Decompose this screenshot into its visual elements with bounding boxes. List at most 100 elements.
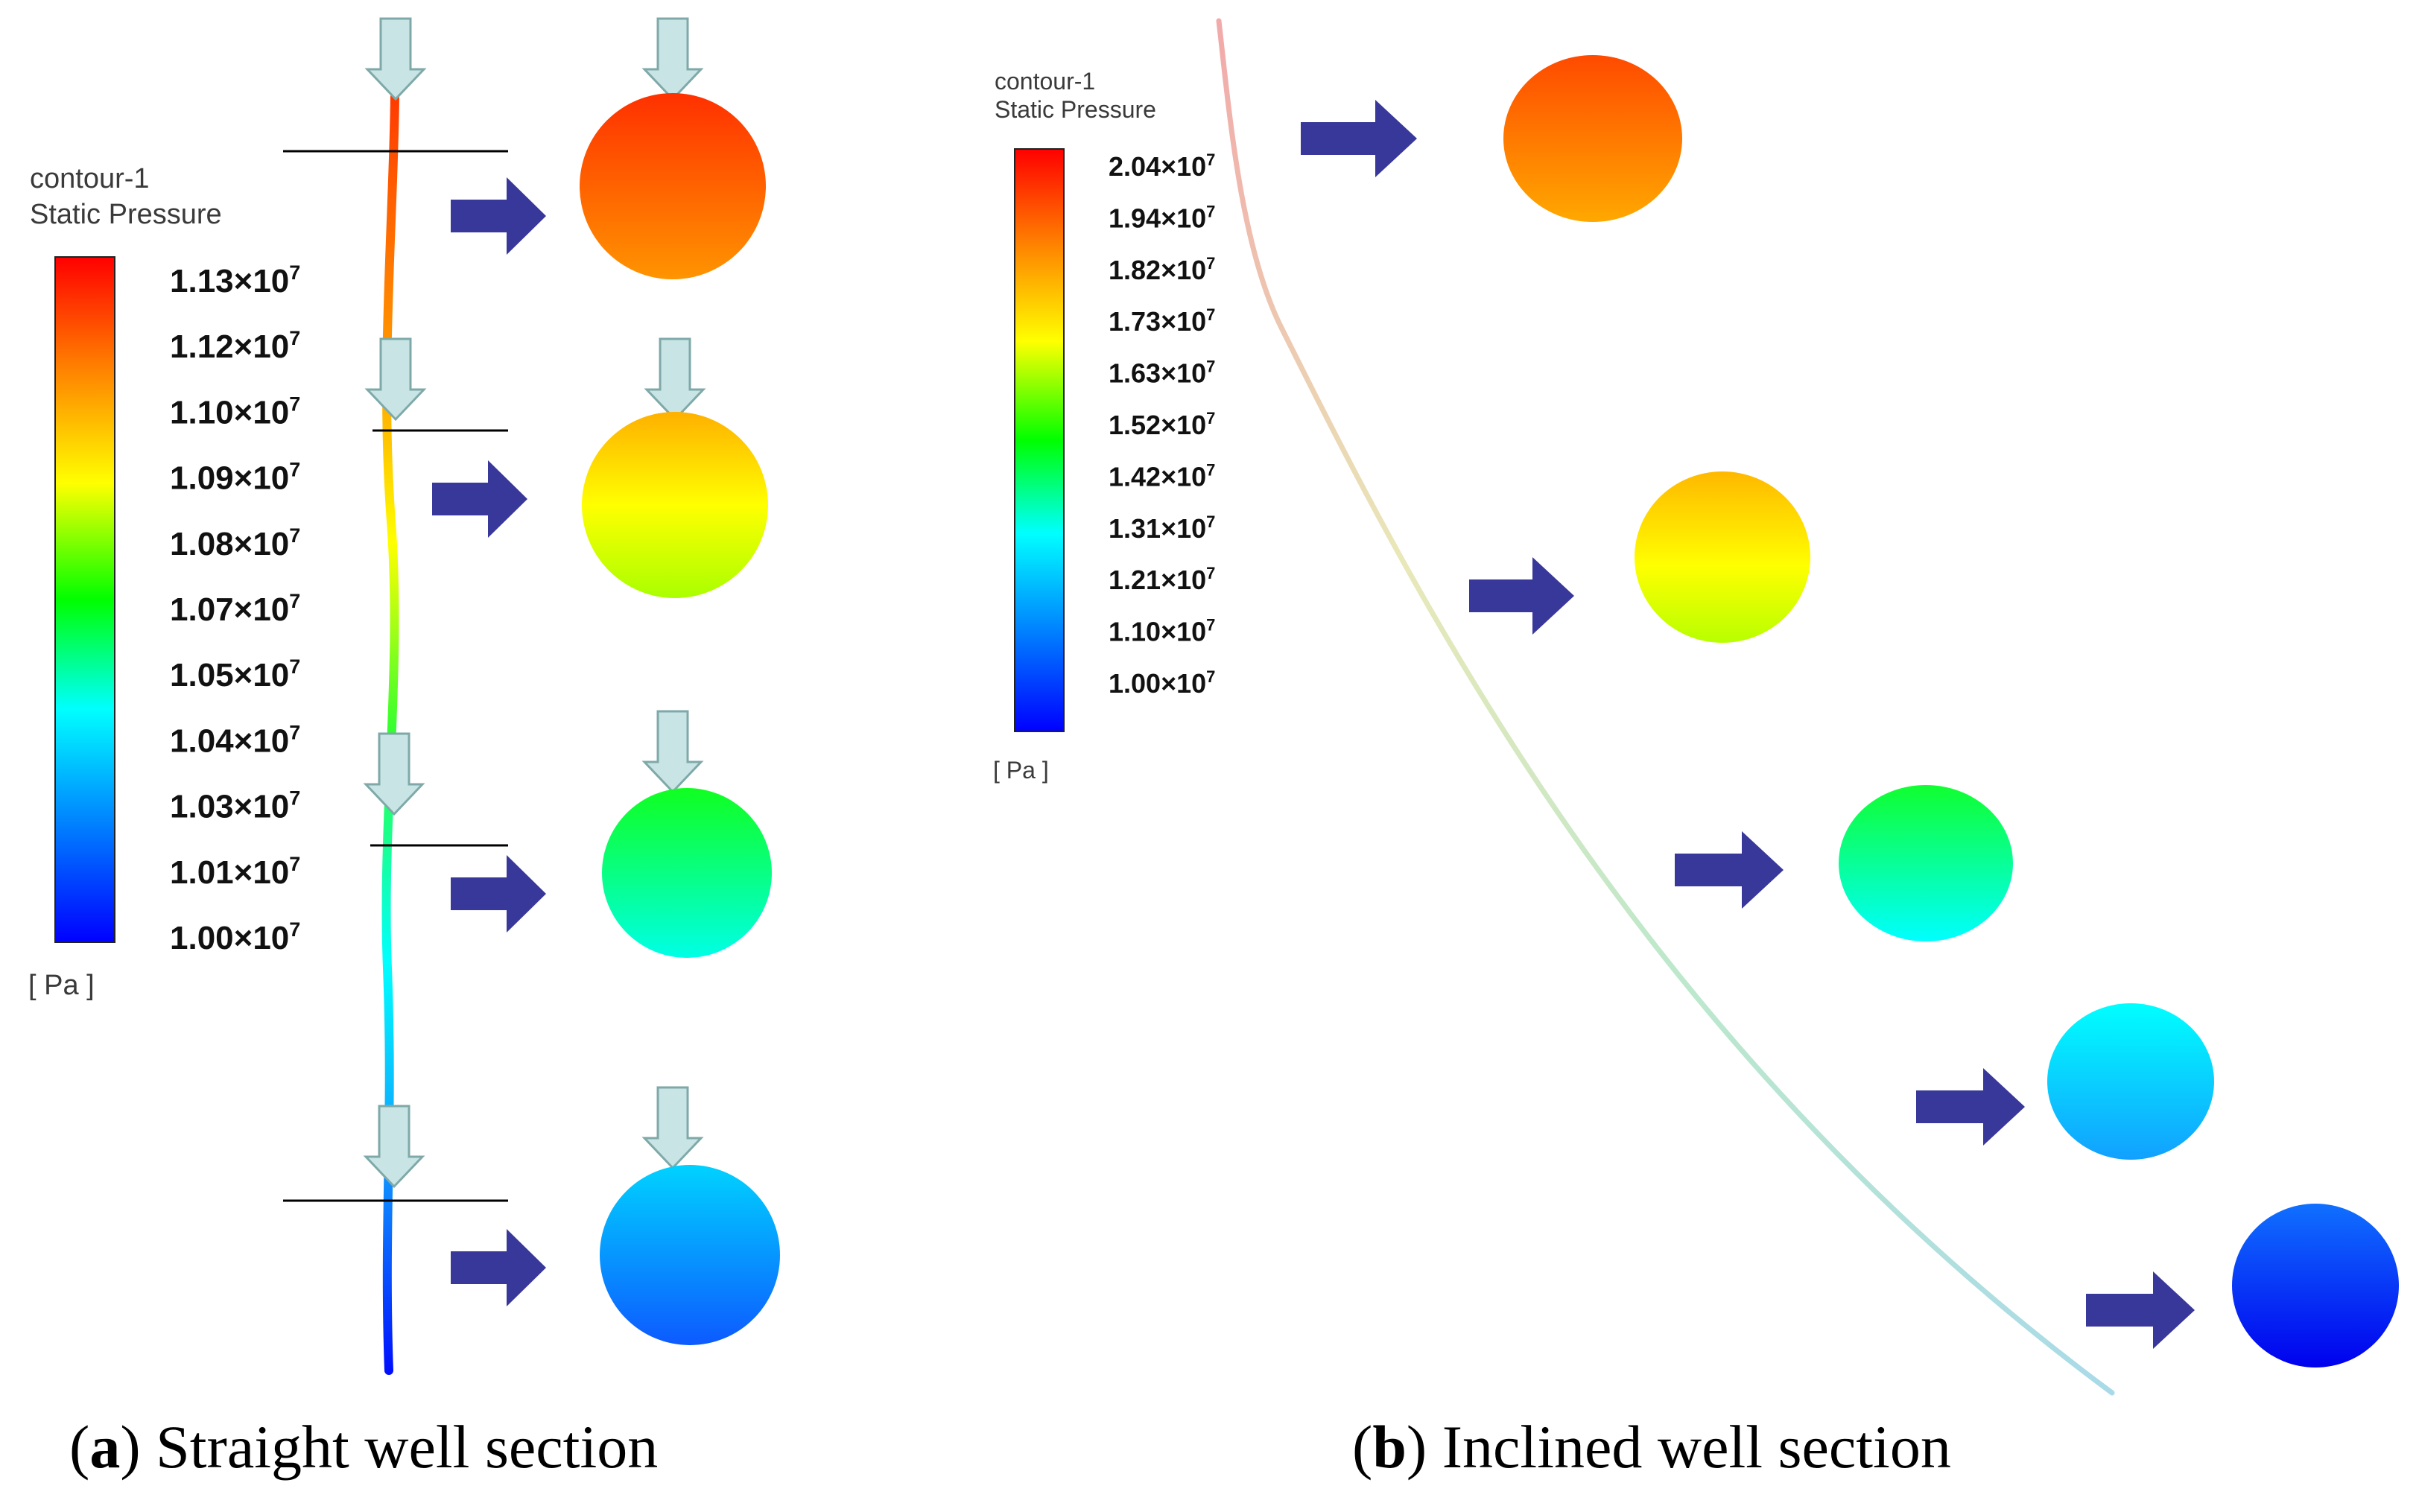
legend-tick-label: 1.09×107 — [170, 459, 300, 497]
tick-exponent: 7 — [289, 327, 300, 349]
tick-mantissa: 1.07 — [170, 591, 234, 628]
tick-mantissa: 1.12 — [170, 328, 234, 365]
tick-multiplier: ×10 — [1161, 358, 1206, 389]
tick-exponent: 7 — [289, 918, 300, 941]
right-arrow-icon — [1469, 557, 1574, 635]
tick-exponent: 7 — [1206, 150, 1215, 169]
legend-tick-label: 1.82×107 — [1109, 254, 1215, 285]
panel-a-straight-well: contour-1 Static Pressure 1.13×1071.12×1… — [28, 17, 780, 1481]
legend-b-colorbar — [1014, 148, 1065, 732]
legend-tick-label: 1.01×107 — [170, 853, 300, 891]
tick-exponent: 7 — [289, 655, 300, 678]
tick-multiplier: ×10 — [1161, 617, 1206, 647]
tick-mantissa: 1.03 — [170, 789, 234, 825]
legend-a-title: contour-1 — [30, 163, 150, 194]
tick-multiplier: ×10 — [1161, 668, 1206, 699]
tick-multiplier: ×10 — [1161, 513, 1206, 544]
tick-exponent: 7 — [1206, 305, 1215, 324]
tick-exponent: 7 — [1206, 358, 1215, 376]
tick-mantissa: 1.10 — [170, 394, 234, 431]
legend-tick-label: 1.52×107 — [1109, 409, 1215, 440]
right-arrow-icon — [451, 1229, 546, 1306]
tick-mantissa: 1.00 — [170, 920, 234, 956]
legend-tick-label: 1.31×107 — [1109, 512, 1215, 544]
tick-mantissa: 1.82 — [1109, 255, 1161, 285]
tick-exponent: 7 — [1206, 202, 1215, 220]
caption-a: (a) Straight well section — [69, 1413, 658, 1481]
tick-mantissa: 1.31 — [1109, 513, 1161, 544]
tick-exponent: 7 — [289, 393, 300, 415]
tick-multiplier: ×10 — [234, 526, 290, 562]
tick-mantissa: 1.04 — [170, 722, 234, 759]
legend-a-ticks: 1.13×1071.12×1071.10×1071.09×1071.08×107… — [170, 261, 300, 956]
right-arrow-icon — [1675, 831, 1784, 909]
tick-multiplier: ×10 — [1161, 306, 1206, 337]
legend-tick-label: 1.94×107 — [1109, 202, 1215, 233]
right-arrows-b — [1301, 100, 2195, 1349]
tick-exponent: 7 — [289, 261, 300, 284]
tick-exponent: 7 — [289, 459, 300, 481]
caption-a-letter: a — [89, 1413, 120, 1481]
tick-mantissa: 1.05 — [170, 657, 234, 693]
tick-mantissa: 1.09 — [170, 460, 234, 497]
legend-tick-label: 1.73×107 — [1109, 305, 1215, 337]
tick-mantissa: 1.01 — [170, 854, 234, 891]
right-arrow-icon — [2086, 1271, 2195, 1349]
panel-b-inclined-well: contour-1 Static Pressure 2.04×1071.94×1… — [993, 18, 2399, 1481]
legend-tick-label: 1.03×107 — [170, 787, 300, 825]
down-arrow-icon — [641, 1086, 704, 1170]
caption-b-text: Inclined well section — [1427, 1413, 1951, 1481]
tick-multiplier: ×10 — [1161, 565, 1206, 595]
tick-mantissa: 1.21 — [1109, 565, 1161, 595]
tick-mantissa: 1.00 — [1109, 668, 1161, 699]
tick-multiplier: ×10 — [1161, 203, 1206, 233]
flow-arrows-circles-a — [641, 17, 706, 1170]
tick-multiplier: ×10 — [234, 657, 290, 693]
cross-section-a2 — [582, 412, 768, 598]
tick-exponent: 7 — [289, 853, 300, 875]
tick-multiplier: ×10 — [1161, 410, 1206, 440]
tick-multiplier: ×10 — [1161, 461, 1206, 492]
tick-exponent: 7 — [289, 721, 300, 743]
tick-multiplier: ×10 — [234, 591, 290, 628]
legend-a: contour-1 Static Pressure 1.13×1071.12×1… — [28, 163, 300, 1001]
tick-mantissa: 1.08 — [170, 526, 234, 562]
tick-multiplier: ×10 — [234, 854, 290, 891]
tick-multiplier: ×10 — [1161, 151, 1206, 182]
legend-tick-label: 1.42×107 — [1109, 460, 1215, 492]
inclined-well-tube — [1216, 18, 2115, 1396]
legend-tick-label: 1.12×107 — [170, 327, 300, 365]
down-arrow-icon — [364, 17, 427, 101]
down-arrow-icon — [641, 17, 704, 101]
right-arrow-icon — [451, 855, 546, 933]
caption-b-letter: b — [1372, 1413, 1407, 1481]
down-arrow-icon — [644, 337, 706, 422]
tick-multiplier: ×10 — [234, 328, 290, 365]
legend-tick-label: 1.00×107 — [170, 918, 300, 956]
legend-tick-label: 1.08×107 — [170, 524, 300, 562]
legend-tick-label: 1.63×107 — [1109, 358, 1215, 389]
tick-mantissa: 1.94 — [1109, 203, 1161, 233]
legend-b-unit: [ Pa ] — [993, 757, 1049, 784]
down-arrow-icon — [363, 1105, 425, 1189]
legend-tick-label: 2.04×107 — [1109, 150, 1215, 182]
tick-exponent: 7 — [289, 590, 300, 612]
cross-section-a4 — [600, 1165, 780, 1345]
tick-exponent: 7 — [289, 524, 300, 547]
tick-exponent: 7 — [1206, 254, 1215, 273]
tick-mantissa: 1.10 — [1109, 617, 1161, 647]
tick-multiplier: ×10 — [234, 263, 290, 299]
right-arrow-icon — [451, 177, 546, 255]
tick-multiplier: ×10 — [234, 394, 290, 431]
cross-section-b4 — [2047, 1003, 2214, 1160]
cross-section-b2 — [1635, 471, 1810, 643]
tick-multiplier: ×10 — [234, 722, 290, 759]
tick-mantissa: 1.42 — [1109, 461, 1161, 492]
legend-tick-label: 1.21×107 — [1109, 564, 1215, 595]
flow-arrows-well-a — [363, 17, 427, 1189]
right-arrow-icon — [1301, 100, 1417, 177]
legend-a-unit: [ Pa ] — [28, 970, 95, 1001]
legend-tick-label: 1.07×107 — [170, 590, 300, 628]
cross-section-b1 — [1503, 55, 1682, 222]
